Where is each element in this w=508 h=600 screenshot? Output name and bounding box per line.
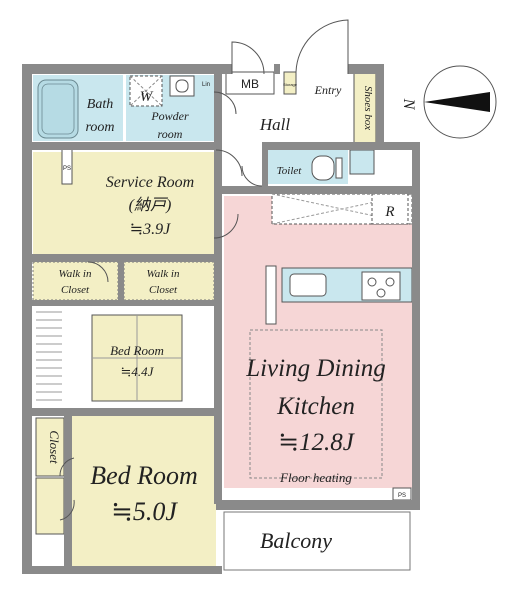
door-swings — [59, 19, 349, 521]
compass: N — [400, 65, 497, 139]
toilet-label: Toilet — [277, 165, 303, 177]
compass-north-label: N — [400, 98, 417, 111]
compass-needle-icon — [424, 92, 490, 112]
kitchen-sink-icon — [289, 273, 327, 297]
closet — [35, 417, 65, 477]
entry-label: Entry — [314, 83, 342, 97]
kitchen-wall-panel — [265, 265, 277, 325]
ldk-label-4: Floor heating — [279, 470, 352, 485]
powder-room-label-1: Powder — [150, 109, 189, 123]
bed-small-label-2: ≒4.4J — [121, 364, 155, 379]
service-room-label-2: (納戸) — [129, 196, 172, 214]
ps-label: PS — [63, 166, 71, 172]
hall-label: Hall — [259, 115, 291, 134]
mb-label: MB — [241, 77, 259, 91]
fridge-label: R — [384, 204, 394, 220]
walk-in-right-label-2: Closet — [149, 284, 178, 296]
walls — [22, 64, 420, 574]
bath-room-label-1: Bath — [87, 97, 113, 112]
meter-box — [225, 71, 275, 95]
bathtub-icon — [37, 79, 79, 139]
fridge-space — [371, 193, 409, 225]
storage-box — [283, 71, 297, 95]
storage-label: Storage — [283, 82, 298, 87]
bath-room-label-2: room — [85, 120, 114, 135]
toilet-icon — [311, 155, 335, 181]
sink-icon — [169, 75, 195, 97]
bed-large-label-1: Bed Room — [90, 461, 198, 490]
shoes-box-label: Shoes box — [362, 86, 374, 130]
ps-ldk-label: PS — [398, 493, 406, 499]
walk-in-left-label-1: Walk in — [59, 268, 92, 280]
ldk-label-2: Kitchen — [276, 393, 355, 420]
ldk-label-1: Living Dining — [245, 355, 386, 382]
bed-large-label-2: ≒5.0J — [111, 497, 178, 526]
washer-w: W — [140, 89, 154, 105]
walk-in-right-label-1: Walk in — [147, 268, 180, 280]
entry-area — [300, 72, 350, 120]
closet-label: Closet — [47, 430, 62, 464]
toilet-room — [268, 150, 348, 184]
floor-heating-zone — [249, 329, 383, 479]
service-room-label-3: ≒3.9J — [130, 221, 171, 238]
powder-room-label-2: room — [158, 127, 183, 141]
living-dining-kitchen — [224, 196, 412, 488]
bed-room-large — [72, 416, 216, 568]
walk-in-left-label-2: Closet — [61, 284, 90, 296]
service-room — [33, 152, 215, 254]
ldk-label-3: ≒12.8J — [278, 429, 356, 456]
linen-label: Lin — [202, 82, 210, 88]
stove-icon — [361, 271, 401, 301]
stair-lines — [36, 311, 62, 401]
balcony — [223, 511, 411, 571]
balcony-label: Balcony — [260, 528, 332, 553]
bed-small-label-1: Bed Room — [110, 343, 164, 358]
service-room-label-1: Service Room — [106, 174, 194, 191]
